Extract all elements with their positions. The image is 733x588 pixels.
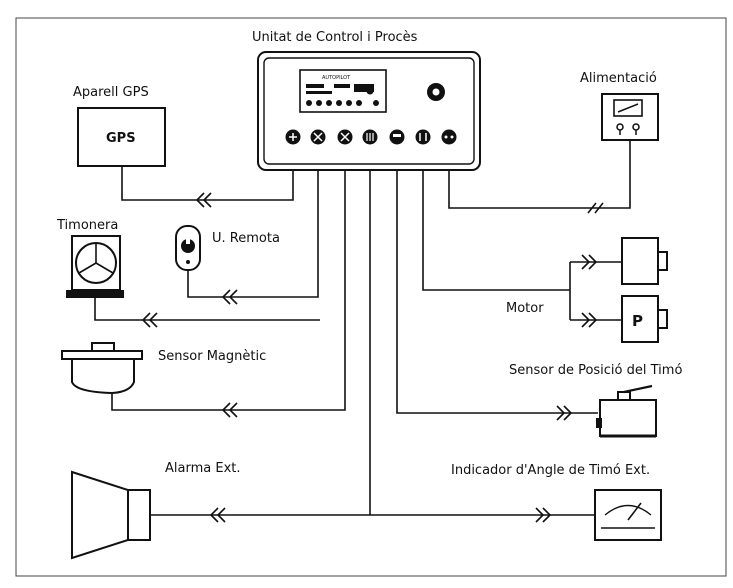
power-label: Alimentació	[580, 71, 657, 86]
gps-device-label: Aparell GPS	[73, 85, 149, 100]
motor-p-text: P	[632, 312, 643, 330]
alarm-label: Alarma Ext.	[165, 461, 241, 476]
connector-rudder-sensor-icon	[556, 405, 573, 421]
magnetic-sensor	[61, 342, 143, 395]
remote-unit	[175, 225, 201, 271]
power-supply	[601, 93, 659, 141]
control-brand-label: AUTOPILOT	[322, 75, 351, 81]
alarm-speaker	[71, 470, 151, 560]
wires	[94, 140, 631, 516]
gps-device-text: GPS	[106, 131, 136, 146]
connector-helm-icon	[141, 312, 158, 328]
wire-remote	[187, 140, 319, 298]
motor-unit-b: P	[621, 295, 668, 343]
connectors	[141, 192, 604, 523]
magnetic-sensor-label: Sensor Magnètic	[158, 349, 266, 364]
connector-indicator-icon	[535, 507, 552, 523]
connector-power-icon	[587, 202, 604, 214]
remote-label: U. Remota	[212, 231, 280, 246]
diagram-frame	[15, 17, 727, 577]
rudder-sensor	[596, 384, 657, 438]
wire-motor	[422, 140, 570, 291]
wire-magnetic	[111, 140, 346, 411]
wire-rudder-sensor	[396, 140, 598, 414]
connector-alarm-icon	[209, 507, 226, 523]
rudder-angle-indicator	[594, 489, 662, 541]
motor-unit-a	[621, 237, 668, 285]
helm	[66, 235, 124, 298]
wire-helm	[94, 298, 320, 321]
rudder-indicator-label: Indicador d'Angle de Timó Ext.	[451, 463, 650, 478]
wire-power	[448, 140, 631, 209]
control-unit-label: Unitat de Control i Procès	[252, 30, 418, 45]
connector-magnetic-icon	[221, 402, 238, 418]
connector-gps-icon	[195, 192, 212, 208]
rudder-sensor-label: Sensor de Posició del Timó	[509, 363, 682, 378]
control-ports	[285, 129, 457, 145]
control-unit: AUTOPILOT	[257, 51, 481, 171]
motor-label: Motor	[506, 301, 544, 316]
connector-motor-a-icon	[581, 254, 598, 270]
connector-remote-icon	[221, 289, 238, 305]
gps-device: GPS	[77, 107, 166, 167]
helm-label: Timonera	[56, 218, 118, 233]
connector-motor-b-icon	[581, 312, 598, 328]
